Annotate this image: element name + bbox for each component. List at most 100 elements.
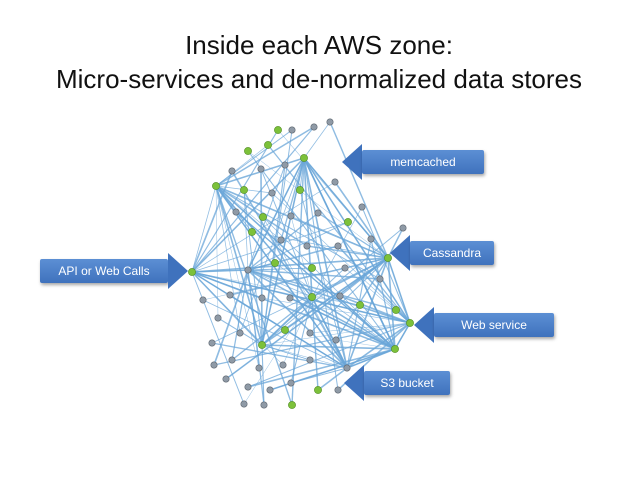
data-node [236, 329, 244, 337]
data-node [358, 203, 366, 211]
data-node [199, 296, 207, 304]
data-node [244, 266, 252, 274]
data-node [281, 161, 289, 169]
service-node [248, 228, 256, 236]
slide-title: Inside each AWS zone: Micro-services and… [0, 28, 638, 96]
data-node [226, 291, 234, 299]
api-callout-arrow [168, 253, 188, 289]
data-node [399, 224, 407, 232]
graph-edge [247, 157, 305, 271]
graph-edge [247, 269, 411, 324]
service-node [264, 141, 272, 149]
graph-edge [191, 271, 263, 346]
service-node [240, 186, 248, 194]
data-node [287, 379, 295, 387]
graph-edge [303, 157, 389, 259]
service-node [308, 293, 316, 301]
cassandra-callout-label: Cassandra [410, 241, 494, 265]
graph-edge [215, 185, 260, 369]
service-node [274, 126, 282, 134]
memcached-callout: memcached [342, 144, 484, 180]
data-node [266, 386, 274, 394]
service-node [244, 147, 252, 155]
graph-edge [191, 271, 411, 324]
graph-edge [215, 129, 293, 187]
data-node [314, 209, 322, 217]
graph-edge [191, 257, 389, 273]
graph-edge [191, 181, 336, 273]
graph-edge [261, 164, 286, 346]
data-node [210, 361, 218, 369]
data-node [341, 264, 349, 272]
graph-edge [303, 157, 348, 369]
data-node [303, 242, 311, 250]
graph-edge [247, 322, 411, 388]
web-service-callout: Web service [414, 307, 554, 343]
graph-edge [311, 296, 396, 350]
graph-edge [247, 267, 313, 271]
graph-edge [215, 126, 315, 187]
data-node [228, 167, 236, 175]
graph-edge [267, 144, 411, 324]
graph-edge [215, 185, 219, 319]
data-node [257, 165, 265, 173]
graph-edge [215, 144, 269, 187]
data-node [334, 242, 342, 250]
graph-edge [213, 322, 411, 366]
graph-edge [202, 299, 348, 369]
data-node [376, 275, 384, 283]
graph-edge [346, 322, 411, 369]
graph-edge [191, 185, 217, 273]
data-node [277, 236, 285, 244]
graph-edge [317, 367, 348, 391]
graph-edge [329, 121, 389, 259]
data-node [287, 212, 295, 220]
data-node [334, 386, 342, 394]
data-node [232, 208, 240, 216]
graph-edge [303, 157, 339, 391]
service-node [188, 268, 196, 276]
graph-edge [261, 344, 311, 361]
graph-edge [215, 185, 348, 369]
graph-edge [247, 221, 349, 271]
service-node [288, 401, 296, 409]
graph-edge [191, 170, 233, 273]
graph-edge [191, 271, 396, 350]
service-node [344, 218, 352, 226]
graph-edge [247, 269, 348, 369]
data-node [331, 178, 339, 186]
data-node [222, 375, 230, 383]
data-node [279, 361, 287, 369]
cassandra-callout-arrow [390, 235, 410, 271]
s3-callout: S3 bucket [344, 365, 450, 401]
api-callout: API or Web Calls [40, 253, 188, 289]
api-callout-label: API or Web Calls [40, 259, 168, 283]
service-node [391, 345, 399, 353]
graph-edge [191, 271, 245, 405]
graph-edge [215, 185, 263, 346]
graph-edge [261, 322, 411, 346]
graph-nodes [188, 118, 414, 409]
data-node [260, 401, 268, 409]
service-node [314, 386, 322, 394]
graph-edge [247, 348, 396, 388]
data-node [288, 126, 296, 134]
service-node [271, 259, 279, 267]
data-node [286, 294, 294, 302]
graph-edge [191, 129, 279, 273]
graph-edge [303, 157, 313, 298]
data-node [208, 339, 216, 347]
graph-edge [271, 192, 411, 324]
cassandra-callout: Cassandra [390, 235, 494, 271]
graph-edge [213, 269, 249, 366]
graph-edge [191, 126, 315, 273]
data-node [240, 400, 248, 408]
graph-edge [243, 189, 249, 271]
service-node [300, 154, 308, 162]
graph-edge [282, 296, 313, 366]
service-node [281, 326, 289, 334]
memcached-callout-arrow [342, 144, 362, 180]
service-node [308, 264, 316, 272]
graph-edge [335, 257, 389, 341]
data-node [268, 189, 276, 197]
